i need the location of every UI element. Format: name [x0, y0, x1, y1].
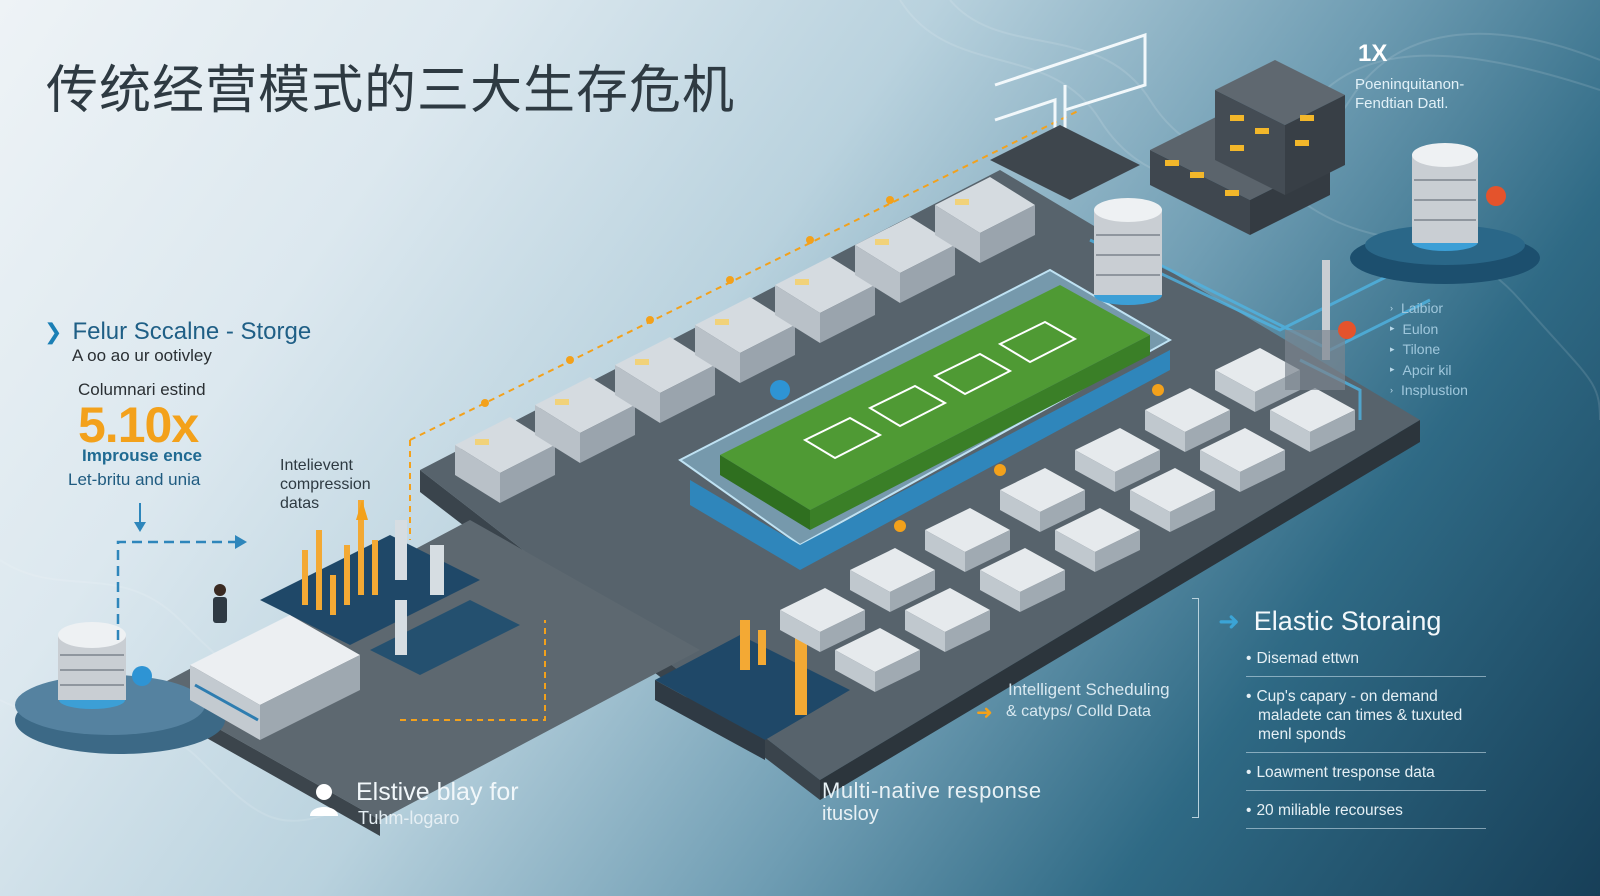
elastic-list-item: •Disemad ettwn	[1246, 648, 1486, 677]
bullet-icon: ▸	[1390, 323, 1395, 334]
bullet-icon: ▸	[1390, 364, 1395, 375]
arrow-right-icon: ➜	[1218, 606, 1240, 636]
left-heading-text: Felur Sccalne - Storge	[72, 318, 312, 345]
divider-bracket	[1192, 598, 1199, 818]
elastic-list: •Disemad ettwn •Cup's capary - on demand…	[1246, 648, 1486, 838]
arrow-right-icon: ➜	[976, 702, 993, 724]
scheduling-line-1: Intelligent Scheduling	[1008, 680, 1170, 699]
compression-line-3: datas	[280, 495, 320, 512]
side-list-item: ▸Eulon	[1390, 320, 1439, 337]
side-list-item: ›Insplustion	[1390, 382, 1468, 399]
bullet-icon: ›	[1390, 385, 1393, 396]
elastic-heading-text: Elastic Storaing	[1253, 606, 1442, 636]
bottom-left-title: Elstive blay for	[356, 778, 519, 806]
left-panel-heading: ❯ Felur Sccalne - Storge	[44, 318, 311, 346]
user-icon	[310, 784, 338, 816]
metric-caption: Improuse ence	[82, 446, 202, 465]
top-right-line-2: Fendtian Datl.	[1355, 95, 1449, 112]
metric-label: Columnari estind	[78, 380, 206, 399]
multiplier-label: 1X	[1358, 40, 1388, 67]
compression-line-1: Intelievent	[280, 457, 353, 474]
side-list-item: ▸Apcir kil	[1390, 361, 1452, 378]
database-cylinder	[1094, 198, 1162, 305]
bottom-left-subtitle: Tuhm-logaro	[358, 808, 460, 828]
side-list: ›Laibior ▸Eulon ▸Tilone ▸Apcir kil ›Insp…	[1390, 298, 1468, 401]
side-list-item: ›Laibior	[1390, 300, 1444, 317]
compression-line-2: compression	[280, 476, 371, 493]
bullet-icon: ▸	[1390, 343, 1395, 354]
metric-footer: Let-britu and unia	[68, 470, 201, 489]
compression-label: Intelievent compression datas	[280, 456, 371, 513]
elastic-list-item: •20 miliable recourses	[1246, 800, 1486, 829]
chevron-right-icon: ❯	[44, 319, 63, 344]
elastic-list-item: •Cup's capary - on demand maladete can t…	[1246, 686, 1486, 753]
bottom-center-line-2: itusloy	[822, 803, 879, 825]
bullet-icon: ›	[1390, 303, 1393, 314]
top-right-line-1: Poeninquitanon-	[1355, 76, 1465, 93]
left-subheading: A oo ao ur ootivley	[72, 346, 212, 365]
scheduling-line-2: & catyps/ Colld Data	[1006, 703, 1151, 720]
metric-value: 5.10x	[78, 397, 199, 453]
bottom-center-line-1: Multi-native response	[822, 778, 1042, 803]
elastic-panel-heading: ➜ Elastic Storaing	[1218, 606, 1441, 637]
elastic-list-item: •Loawment tresponse data	[1246, 762, 1486, 791]
page-title: 传统经营模式的三大生存危机	[46, 61, 736, 121]
side-list-item: ▸Tilone	[1390, 341, 1441, 358]
